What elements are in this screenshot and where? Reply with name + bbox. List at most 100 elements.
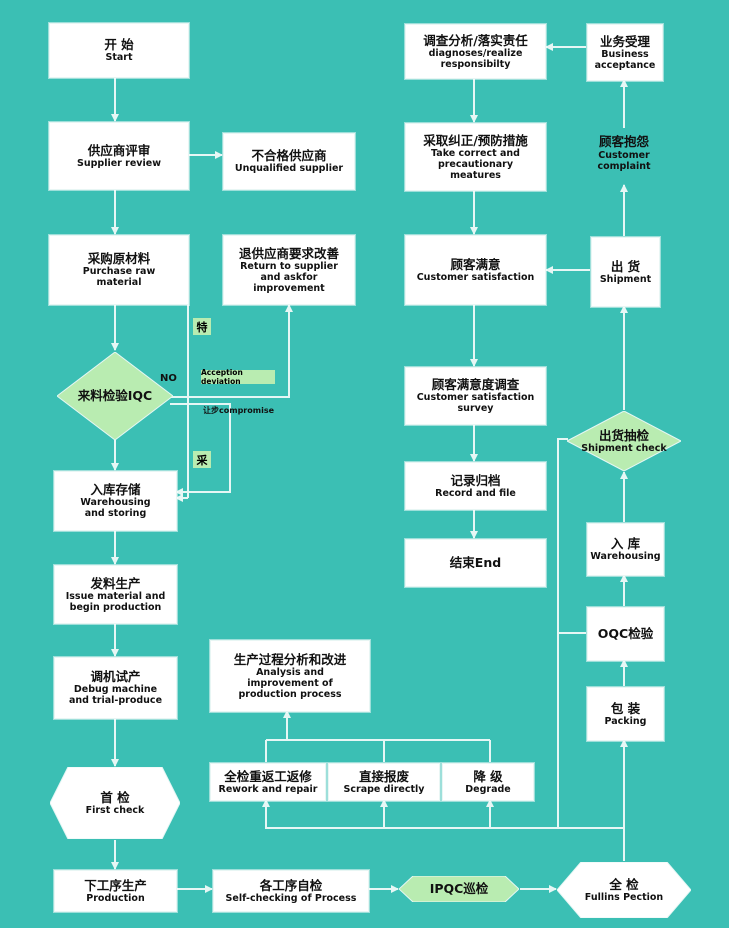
first-check-label-en: First check: [85, 804, 145, 816]
end-label: 结束End: [449, 555, 502, 570]
fullins-pection-shape: [557, 862, 691, 918]
node-diagnoses: 调查分析/落实责任 diagnoses/realize responsibilt…: [405, 24, 546, 79]
scrape-label-en: Scrape directly: [343, 783, 425, 795]
node-shipment-check: 出货抽检 Shipment check: [567, 411, 681, 471]
node-end: 结束End: [405, 539, 546, 587]
packing-label-zh: 包 装: [610, 700, 641, 716]
node-customer-satisfaction: 顾客满意 Customer satisfaction: [405, 235, 546, 305]
node-fullins-pection: 全 检 Fullins Pection: [557, 862, 691, 918]
shipment-label-zh: 出 货: [610, 258, 641, 274]
packing-label-en: Packing: [604, 715, 647, 727]
degrade-label-zh: 降 级: [473, 768, 503, 784]
rework-label-zh: 全检重返工返修: [224, 768, 312, 784]
corrective-label-zh: 采取纠正/预防措施: [423, 132, 528, 148]
survey-label-en-1: Customer satisfaction: [416, 392, 535, 403]
issue-label-en-1: Issue material and: [65, 590, 166, 602]
node-debug-machine: 调机试产 Debug machine and trial-produce: [54, 657, 177, 719]
self-checking-label-zh: 各工序自检: [259, 877, 323, 893]
purchase-label-en-2: material: [96, 277, 142, 288]
node-analysis: 生产过程分析和改进 Analysis and improvement of pr…: [210, 640, 370, 712]
warehousing-storing-label-en-2: and storing: [84, 508, 147, 519]
iqc-diamond-shape: [57, 352, 173, 440]
survey-label-zh: 顾客满意度调查: [431, 377, 520, 392]
node-unqualified-supplier: 不合格供应商 Unqualified supplier: [223, 133, 355, 190]
complaint-label-zh: 顾客抱怨: [598, 134, 649, 149]
complaint-label-en-2: complaint: [597, 161, 651, 172]
purchase-label-zh: 采购原材料: [87, 251, 151, 266]
analysis-label-en-3: production process: [238, 688, 342, 700]
node-rework: 全检重返工返修 Rework and repair: [210, 763, 326, 801]
node-production: 下工序生产 Production: [54, 870, 177, 912]
edge-compromise: [170, 403, 231, 496]
return-label-zh: 退供应商要求改善: [238, 245, 339, 261]
production-label-en: Production: [86, 892, 145, 904]
business-label-zh: 业务受理: [599, 33, 650, 49]
debug-label-en-1: Debug machine: [73, 684, 158, 695]
warehousing-label-zh: 入 库: [610, 536, 641, 551]
supplier-review-label-zh: 供应商评审: [87, 142, 151, 158]
edge-label-compromise: 让步compromise: [203, 406, 275, 415]
node-shipment: 出 货 Shipment: [591, 237, 660, 307]
node-packing: 包 装 Packing: [587, 687, 664, 741]
first-check-shape: [50, 767, 180, 839]
warehousing-storing-label-en-1: Warehousing: [80, 497, 151, 508]
node-degrade: 降 级 Degrade: [442, 763, 534, 801]
node-warehousing-storing: 入库存储 Warehousing and storing: [54, 471, 177, 531]
shipment-check-shape: [567, 411, 681, 471]
analysis-label-zh: 生产过程分析和改进: [233, 651, 347, 667]
edge-label-acception-deviation: Acception deviation: [201, 368, 275, 386]
diagnoses-label-en-2: responsibilty: [440, 58, 511, 70]
edge-fullins-rework: [262, 799, 625, 861]
return-label-en-3: improvement: [253, 282, 325, 294]
analysis-label-en-2: improvement of: [247, 677, 333, 689]
issue-label-zh: 发料生产: [90, 575, 141, 591]
fullins-label-zh: 全 检: [609, 876, 639, 892]
business-label-en-2: acceptance: [594, 59, 656, 71]
analysis-label-en-1: Analysis and: [256, 666, 324, 678]
node-scrape: 直接报废 Scrape directly: [328, 763, 440, 801]
node-warehousing: 入 库 Warehousing: [587, 523, 664, 576]
node-iqc-diamond: 来料检验IQC: [57, 352, 173, 440]
node-oqc: OQC检验: [587, 607, 664, 661]
degrade-label-en: Degrade: [465, 783, 511, 795]
unqualified-supplier-label-en: Unqualified supplier: [234, 163, 344, 174]
corrective-label-en-3: meatures: [450, 169, 501, 181]
node-ipqc-diamond: IPQC巡检: [399, 876, 519, 902]
edge-label-special-cai: 采: [193, 451, 211, 468]
return-label-en-1: Return to supplier: [240, 260, 338, 272]
corrective-label-en-2: precautionary: [437, 158, 514, 170]
node-record-file: 记录归档 Record and file: [405, 462, 546, 510]
warehousing-label-en: Warehousing: [590, 551, 661, 562]
shipment-label-en: Shipment: [599, 273, 652, 285]
node-business-acceptance: 业务受理 Business acceptance: [587, 24, 663, 81]
unqualified-supplier-label-zh: 不合格供应商: [251, 148, 327, 163]
node-first-check: 首 检 First check: [50, 767, 180, 839]
edge-label-special-te: 特: [193, 318, 211, 335]
corrective-label-en-1: Take correct and: [431, 147, 520, 159]
node-start: 开 始 Start: [49, 23, 189, 78]
purchase-label-en-1: Purchase raw: [82, 266, 156, 277]
scrape-label-zh: 直接报废: [358, 768, 409, 784]
issue-label-en-2: begin production: [69, 601, 162, 613]
warehousing-storing-label-zh: 入库存储: [90, 482, 141, 497]
node-purchase-raw-material: 采购原材料 Purchase raw material: [49, 235, 189, 305]
node-issue-material: 发料生产 Issue material and begin production: [54, 565, 177, 624]
node-supplier-review: 供应商评审 Supplier review: [49, 122, 189, 190]
return-label-en-2: and askfor: [260, 271, 318, 283]
self-checking-label-en: Self-checking of Process: [225, 892, 357, 904]
oqc-label: OQC检验: [597, 626, 654, 641]
debug-label-zh: 调机试产: [90, 669, 141, 684]
production-label-zh: 下工序生产: [84, 877, 147, 893]
shipment-check-label-en: Shipment check: [581, 442, 667, 454]
edge-shipcheck-reject: [557, 438, 568, 633]
rework-label-en: Rework and repair: [218, 783, 318, 795]
diagnoses-label-en-1: diagnoses/realize: [428, 47, 523, 59]
node-self-checking: 各工序自检 Self-checking of Process: [213, 870, 369, 912]
fullins-label-en: Fullins Pection: [584, 891, 664, 903]
ipqc-diamond-shape: [399, 876, 519, 902]
edge-oqc-reject: [557, 632, 586, 828]
node-satisfaction-survey: 顾客满意度调查 Customer satisfaction survey: [405, 367, 546, 425]
shipment-check-label-zh: 出货抽检: [598, 427, 649, 443]
